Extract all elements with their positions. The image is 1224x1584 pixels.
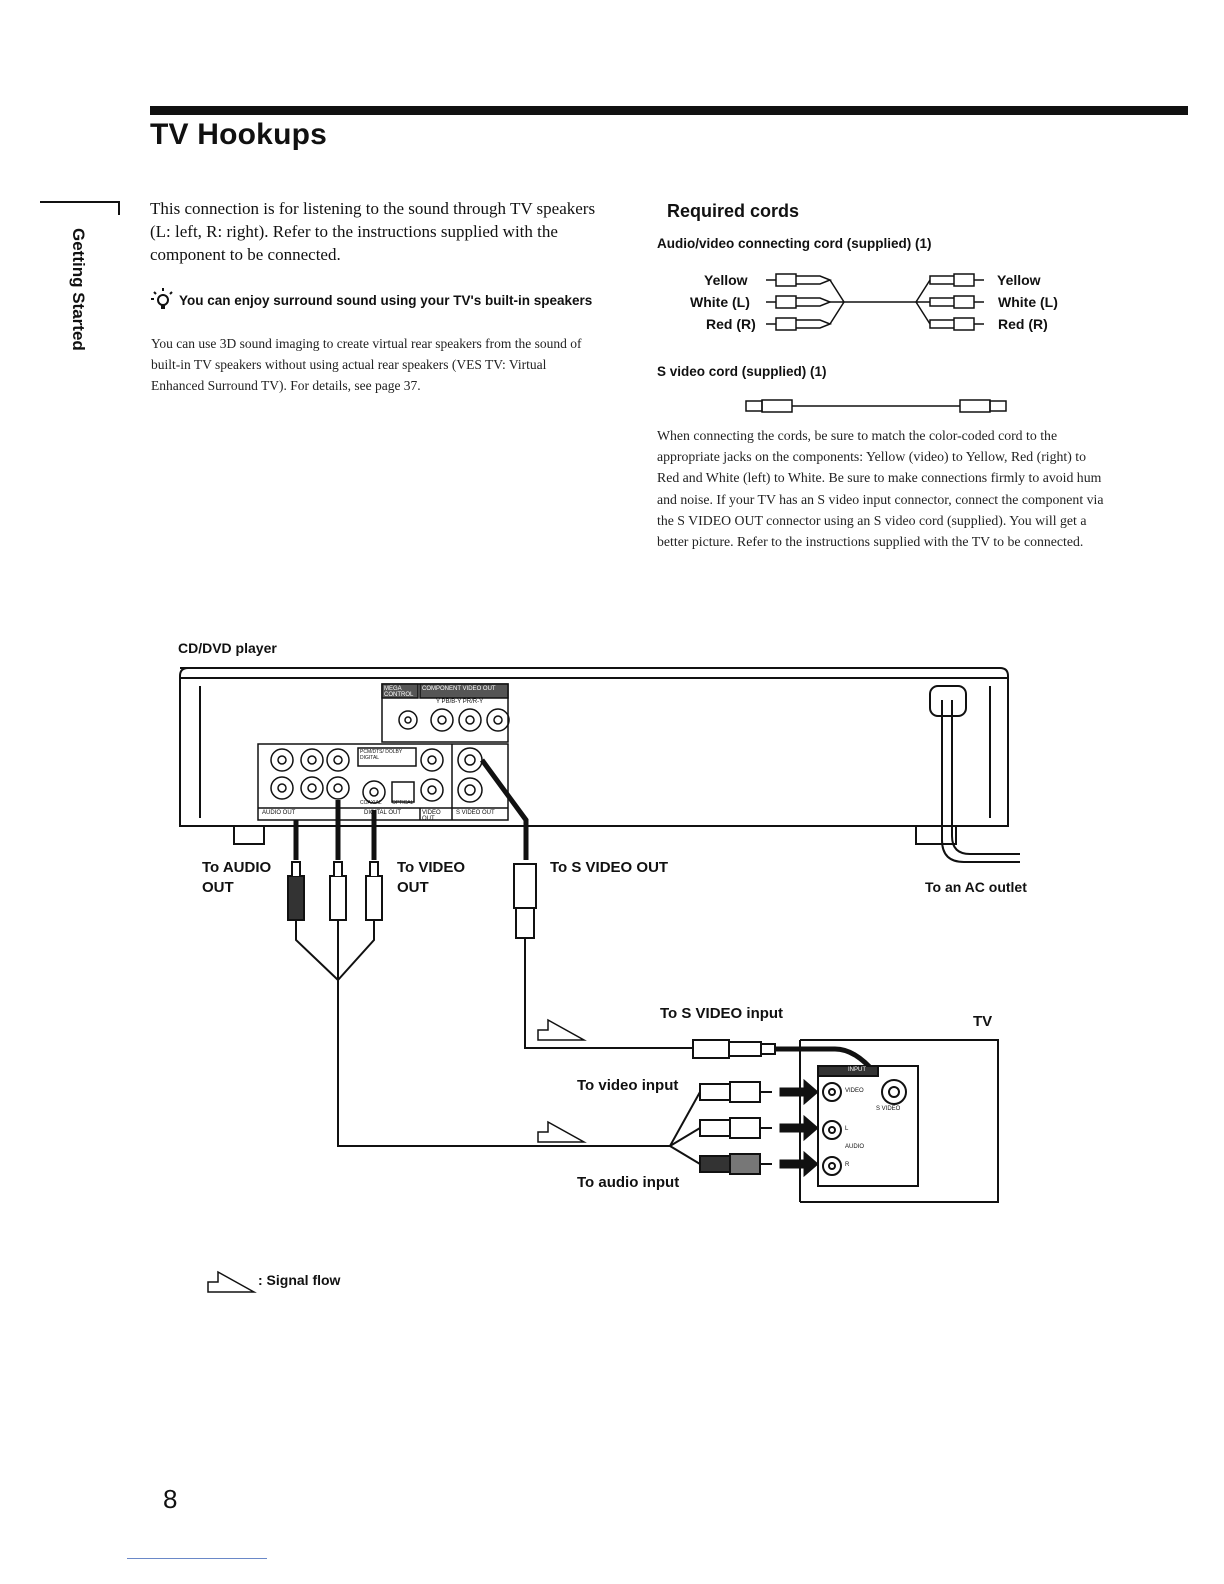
player-rca-plugs: [287, 861, 383, 921]
panel-digital-out: DIGITAL OUT: [364, 810, 402, 816]
tv-panel-audio: AUDIO: [845, 1144, 865, 1150]
av-cable-merge: [295, 920, 670, 1147]
to-audio-out-label: To AUDIO OUT: [202, 859, 272, 896]
av-right-white-label: White (L): [998, 294, 1058, 310]
required-cords-heading: Required cords: [667, 201, 800, 221]
panel-video-out: VIDEO OUT: [422, 810, 441, 822]
panel-mega-control: MEGA CONTROL: [384, 686, 414, 698]
s-video-cord-label: S video cord (supplied) (1): [657, 364, 827, 379]
to-video-out-label: To VIDEO OUT: [397, 859, 466, 896]
to-video-input-label: To video input: [577, 1077, 679, 1094]
footer-line: [127, 1558, 267, 1559]
tv-label: TV: [973, 1013, 993, 1030]
to-audio-input-label: To audio input: [577, 1174, 680, 1191]
tip-heading-text: You can enjoy surround sound using your …: [179, 293, 593, 308]
tv-panel-s-video: S VIDEO: [876, 1106, 901, 1112]
av-cord-label: Audio/video connecting cord (supplied) (…: [657, 236, 932, 251]
tip-body: You can use 3D sound imaging to create v…: [151, 336, 582, 393]
av-left-white-label: White (L): [690, 294, 750, 310]
av-left-yellow-label: Yellow: [704, 272, 748, 288]
tv-panel-video: VIDEO: [845, 1088, 864, 1094]
panel-coaxial: COAXIAL: [360, 800, 382, 806]
player-back-panel: [257, 683, 510, 821]
panel-component-jacks: Y PB/B-Y PR/R-Y: [436, 699, 484, 705]
page-title: TV Hookups: [150, 118, 328, 151]
av-right-plugs: [915, 273, 984, 331]
side-tab-line: [40, 201, 120, 203]
av-cord-illustration: [766, 273, 984, 331]
tv-panel-input: INPUT: [848, 1067, 866, 1073]
s-video-cable-from-player: [479, 758, 693, 1049]
panel-audio-out: AUDIO OUT: [262, 810, 296, 816]
tv-body: [799, 1039, 999, 1203]
av-right-red-label: Red (R): [998, 316, 1048, 332]
header-rule: [150, 106, 1188, 115]
panel-pcm-dts: PCM/DTS/ DOLBY DIGITAL: [360, 749, 403, 761]
intro-paragraph: This connection is for listening to the …: [150, 199, 596, 264]
panel-s-video-out: S VIDEO OUT: [456, 810, 495, 816]
rca-plugs-to-tv: [669, 1081, 772, 1175]
power-cord: [929, 685, 1020, 863]
cd-dvd-player: [179, 667, 1009, 845]
panel-component-video-out: COMPONENT VIDEO OUT: [422, 686, 496, 692]
to-s-video-input-label: To S VIDEO input: [660, 1005, 784, 1022]
to-s-video-out-label: To S VIDEO OUT: [550, 859, 669, 876]
s-video-cord-illustration: [745, 399, 1007, 413]
tv-panel-r: R: [845, 1162, 850, 1168]
signal-flow-arrow: [207, 1018, 587, 1293]
av-right-yellow-label: Yellow: [997, 272, 1041, 288]
av-cable-from-player: [293, 800, 377, 860]
av-left-red-label: Red (R): [706, 316, 756, 332]
to-ac-outlet-label: To an AC outlet: [925, 879, 1027, 895]
page-number: 8: [163, 1484, 178, 1514]
side-tab-bar: [118, 201, 120, 215]
tv-panel-l: L: [845, 1126, 849, 1132]
signal-flow-legend: : Signal flow: [258, 1272, 341, 1288]
connection-instructions: When connecting the cords, be sure to ma…: [657, 428, 1104, 550]
player-label: CD/DVD player: [178, 640, 277, 656]
s-video-plug-to-tv: [692, 1039, 877, 1075]
panel-optical: OPTICAL: [392, 800, 414, 806]
section-tab-label: Getting Started: [69, 228, 88, 351]
tip-heading: You can enjoy surround sound using your …: [151, 290, 601, 312]
lightbulb-tip-icon: [151, 288, 173, 309]
